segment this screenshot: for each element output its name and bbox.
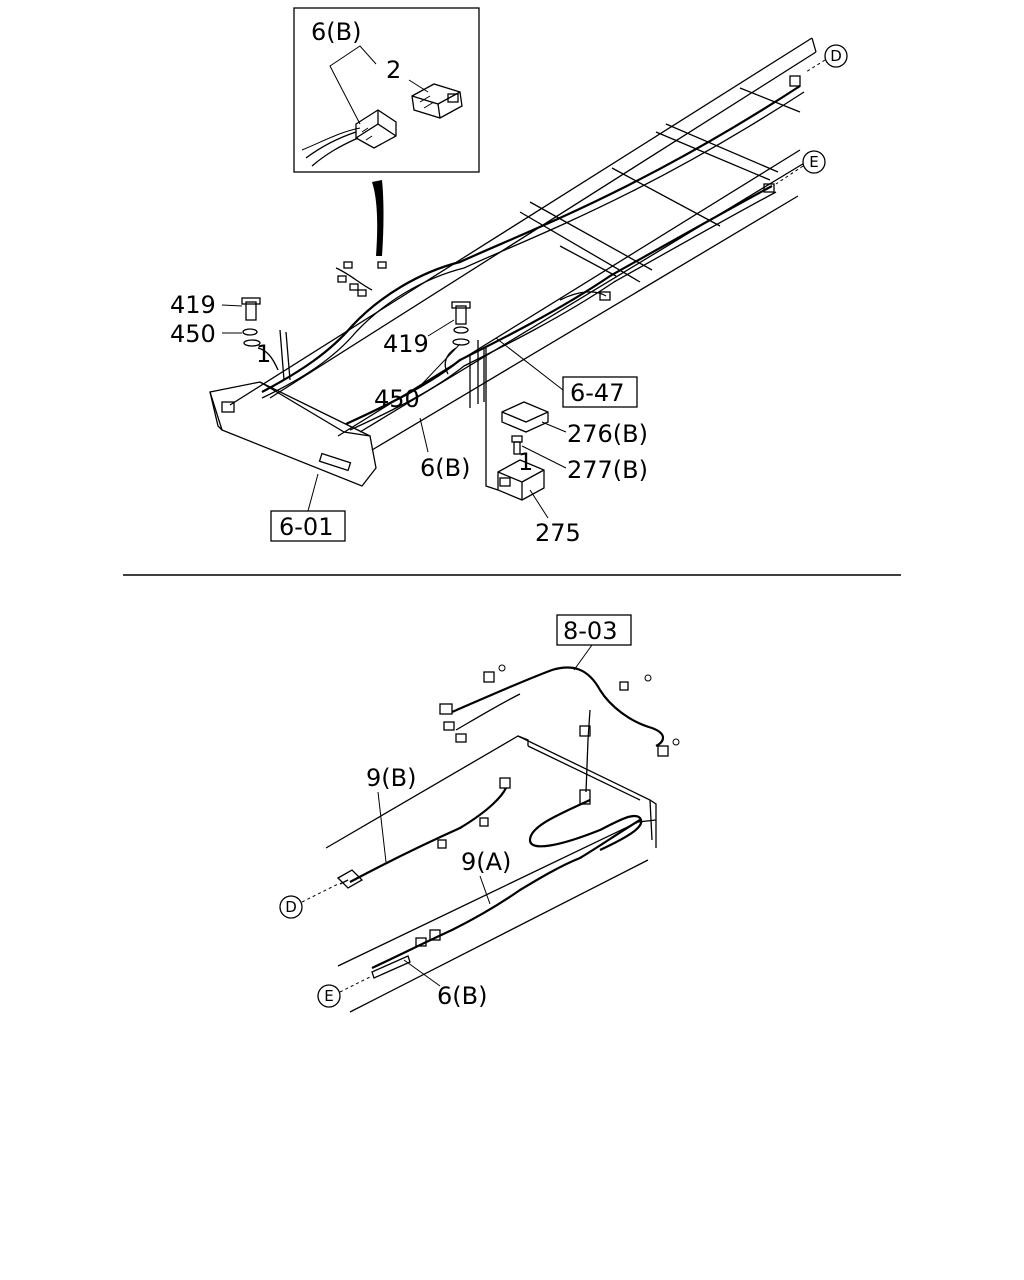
washer-icon: [453, 326, 469, 334]
callout-276b: 276(B): [567, 420, 648, 448]
callout-450-mid: 450: [374, 385, 420, 413]
ref-box-6-47: [562, 376, 638, 408]
harness-8-03: [439, 664, 680, 793]
callout-419-left: 419: [170, 291, 216, 319]
svg-text:D: D: [285, 898, 297, 916]
connector-icon: [336, 869, 364, 889]
callout-6b: 6(B): [437, 982, 487, 1010]
marker-e: E: [317, 984, 341, 1008]
ref-box-8-03: [556, 614, 632, 646]
ref-6-47: 6-47: [570, 379, 624, 407]
callout-9b: 9(B): [366, 764, 416, 792]
marker-d: D: [824, 44, 848, 68]
inset-label-harness: 6(B): [311, 18, 361, 46]
marker-d: D: [279, 895, 303, 919]
top-view: 6(B) 2: [170, 7, 848, 547]
callout-harness-6b: 6(B): [420, 454, 470, 482]
callout-9a: 9(A): [461, 848, 511, 876]
svg-text:E: E: [324, 987, 333, 1005]
callout-419-mid: 419: [383, 330, 429, 358]
bolt-icon: [241, 297, 261, 321]
inset-label-part: 2: [386, 56, 401, 84]
inset-detail: 6(B) 2: [293, 7, 480, 173]
cover-icon: [501, 401, 549, 433]
ref-6-01: 6-01: [279, 513, 333, 541]
harness-loop: [528, 799, 643, 851]
bottom-view: 8-03: [279, 614, 680, 1013]
connector-plug-icon: [355, 109, 397, 149]
bolt-icon: [451, 301, 471, 325]
svg-text:E: E: [809, 153, 818, 171]
bracket-icon: [485, 348, 545, 501]
washer-icon: [242, 328, 258, 336]
callout-450-left: 450: [170, 320, 216, 348]
connector-cluster-icon: [337, 75, 801, 301]
connector-socket-icon: [411, 83, 463, 119]
callout-275: 275: [535, 519, 581, 547]
harness-routing: [261, 85, 805, 431]
svg-text:D: D: [830, 47, 842, 65]
inset-leader: [329, 45, 377, 125]
inset-pointer: [372, 180, 384, 256]
inset-frame: [293, 7, 480, 173]
harness-9a: [371, 819, 641, 969]
inset-wire: [305, 131, 357, 159]
screw-icon: [511, 435, 523, 455]
harness-9b: [349, 787, 507, 883]
ref-8-03: 8-03: [563, 617, 617, 645]
callout-277b: 277(B): [567, 456, 648, 484]
marker-1: 1: [256, 340, 271, 368]
front-bumper: [209, 381, 377, 487]
marker-e: E: [802, 150, 826, 174]
